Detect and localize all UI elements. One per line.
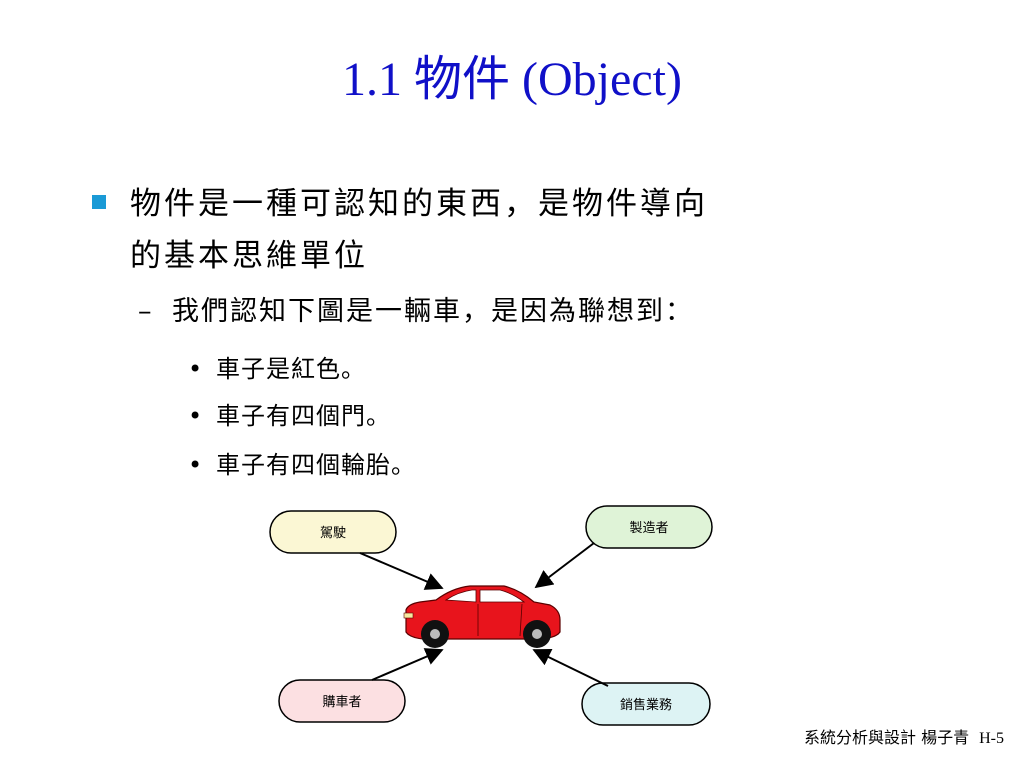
list-item: • 車子是紅色。	[188, 352, 366, 386]
arrow-maker-to-car	[534, 542, 595, 589]
slide-footer: 系統分析與設計 楊子青 H-5	[804, 724, 1004, 748]
arrow-buyer-to-car	[371, 648, 444, 681]
arrow-sales-to-car	[532, 648, 609, 687]
dash-marker: –	[138, 296, 154, 327]
node-buyer-label: 購車者	[322, 695, 361, 710]
node-maker-label: 製造者	[629, 521, 668, 536]
sub-bullet-item: –我們認知下圖是一輛車，是因為聯想到：	[138, 290, 694, 334]
dot-marker: •	[188, 402, 204, 430]
node-sales: 銷售業務	[581, 682, 711, 726]
node-buyer: 購車者	[278, 679, 406, 723]
red-car-icon	[403, 585, 561, 648]
list-item-text: 車子有四個輪胎。	[216, 451, 416, 479]
node-sales-label: 銷售業務	[620, 697, 672, 713]
arrow-drive-to-car	[359, 552, 444, 590]
node-drive-box	[269, 510, 397, 554]
bullet-text: 物件是一種可認知的東西，是物件導向 的基本思維單位	[130, 186, 708, 274]
node-sales-box	[581, 682, 711, 726]
list-item-text: 車子有四個門。	[216, 402, 391, 430]
node-buyer-box	[278, 679, 406, 723]
node-maker-box	[585, 505, 713, 549]
footer-course: 系統分析與設計 楊子青	[804, 728, 970, 747]
node-drive-label: 駕駛	[320, 526, 346, 541]
dot-marker: •	[188, 451, 204, 479]
node-drive: 駕駛	[269, 510, 397, 554]
sub-bullet-text: 我們認知下圖是一輛車，是因為聯想到：	[172, 296, 694, 327]
slide-title: 1.1 物件 (Object)	[342, 53, 682, 106]
page-number: H-5	[979, 730, 1004, 747]
node-maker: 製造者	[585, 505, 713, 549]
list-item: • 車子有四個輪胎。	[188, 448, 416, 482]
list-item-text: 車子是紅色。	[216, 355, 366, 383]
list-item: • 車子有四個門。	[188, 399, 391, 433]
bullet-item: 物件是一種可認知的東西，是物件導向 的基本思維單位	[92, 178, 892, 282]
dot-marker: •	[188, 355, 204, 383]
square-bullet-icon	[92, 195, 106, 209]
